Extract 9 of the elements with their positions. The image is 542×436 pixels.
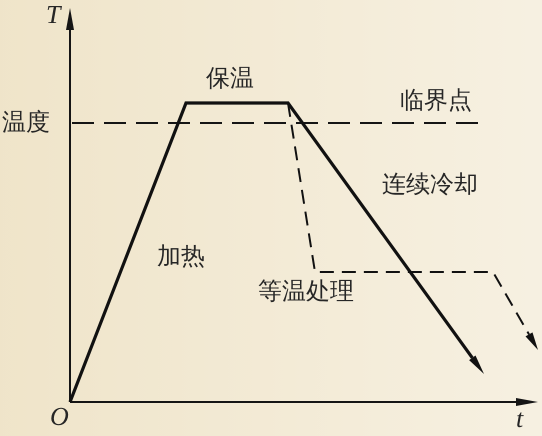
origin-label: O bbox=[50, 404, 69, 430]
stage-label: 等温处理 bbox=[258, 279, 354, 303]
stage-label: 加热 bbox=[157, 244, 205, 268]
axis-label: t bbox=[516, 406, 524, 432]
axis-label: T bbox=[46, 2, 60, 28]
line-label: 临界点 bbox=[400, 88, 472, 112]
axis-label: 温度 bbox=[2, 110, 50, 134]
stage-label: 保温 bbox=[206, 66, 254, 90]
stage-label: 连续冷却 bbox=[382, 172, 478, 196]
